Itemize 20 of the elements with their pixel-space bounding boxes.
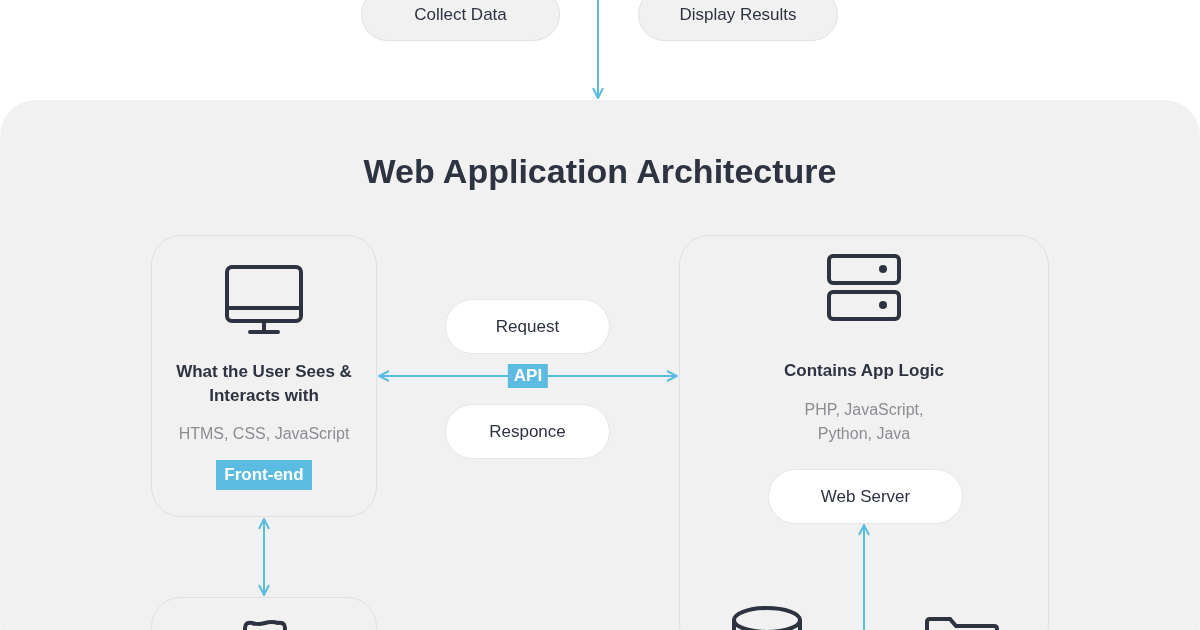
pill-label: Web Server xyxy=(820,485,911,508)
step-pill xyxy=(361,0,560,41)
double-arrow xyxy=(592,0,604,99)
double-arrow xyxy=(858,524,870,630)
layer-card xyxy=(151,235,377,517)
tech-list: HTMS, CSS, JavaScript xyxy=(178,422,350,446)
layer-card xyxy=(679,235,1049,630)
pill-label: Request xyxy=(495,315,560,338)
step-pill xyxy=(638,0,838,41)
card-heading: Contains App Logic xyxy=(784,360,944,382)
pill-label: Responce xyxy=(489,420,566,443)
architecture-panel xyxy=(0,100,1200,630)
pill-label: Collect Data xyxy=(414,3,507,26)
pill-label: Display Results xyxy=(679,3,797,26)
tag-label: Front-end xyxy=(216,460,312,490)
card-heading: What the User Sees & Interacts with xyxy=(175,361,353,407)
edge-label: API xyxy=(507,364,549,388)
double-arrow xyxy=(258,518,270,596)
tech-list: PHP, JavaScript, Python, Java xyxy=(779,397,949,446)
panel-heading: Web Application Architecture xyxy=(362,151,838,192)
